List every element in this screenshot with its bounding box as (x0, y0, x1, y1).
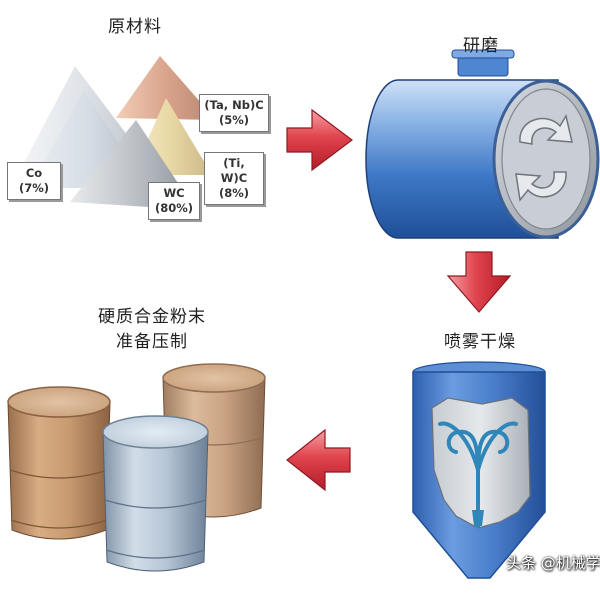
arrow-down-icon (446, 251, 512, 313)
spray-nozzle-icon (438, 421, 518, 528)
powder-piles (16, 56, 216, 210)
material-label-wc: WC (80%) (148, 182, 200, 220)
material-label-ti-w-c: (Ti, W)C (8%) (204, 152, 264, 205)
ball-mill (365, 49, 600, 239)
arrow-right-icon (286, 108, 353, 172)
step-title-spray-drying: 喷雾干燥 (444, 332, 516, 352)
rotation-arrow-icon (519, 114, 573, 145)
step-title-powder: 硬质合金粉末 准备压制 (98, 302, 206, 352)
material-percent: (8%) (218, 186, 250, 200)
powder-title-line-1: 硬质合金粉末 (98, 307, 206, 327)
material-name: WC (163, 186, 185, 200)
material-percent: (5%) (218, 113, 250, 127)
material-label-co: Co (7%) (7, 162, 61, 200)
drum-left-tan (7, 386, 111, 540)
powder-pile-pink (116, 56, 216, 120)
material-name: (Ta, Nb)C (204, 98, 264, 112)
drum-front-silver (102, 415, 209, 572)
step-title-raw-materials: 原材料 (108, 17, 162, 37)
material-percent: (7%) (18, 181, 50, 195)
powder-title-line-2: 准备压制 (116, 332, 188, 352)
powder-drums (7, 363, 266, 572)
arrow-left-icon (286, 428, 351, 492)
spray-dryer (412, 361, 546, 579)
material-name: Co (25, 166, 43, 180)
material-name: (Ti, W)C (220, 156, 248, 185)
step-title-milling: 研磨 (463, 36, 499, 56)
watermark: 头条 @机械学 (506, 554, 600, 572)
material-percent: (80%) (154, 201, 194, 215)
material-label-ta-nb-c: (Ta, Nb)C (5%) (199, 94, 269, 132)
